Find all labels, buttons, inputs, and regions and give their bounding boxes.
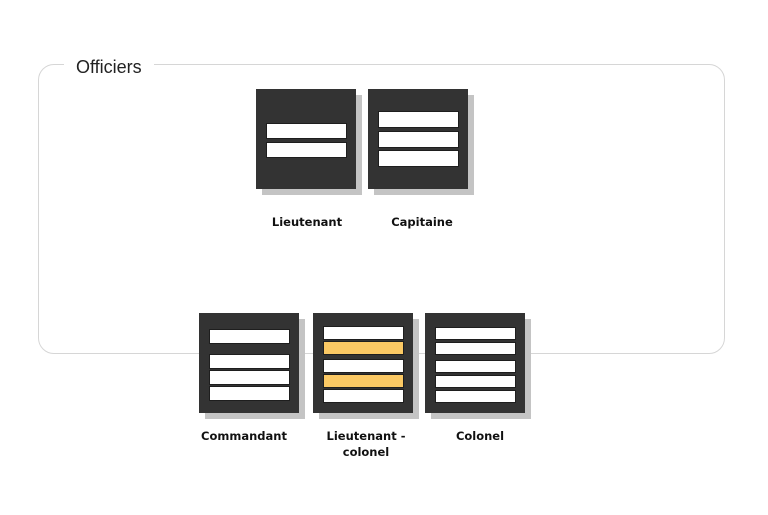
silver-stripe — [378, 150, 459, 167]
silver-stripe — [435, 360, 516, 373]
insignia-lieutenant-colonel — [313, 313, 413, 413]
rank-label-colonel: Colonel — [455, 429, 505, 443]
silver-stripe — [323, 326, 404, 340]
silver-stripe — [435, 342, 516, 355]
group-title: Officiers — [64, 54, 154, 80]
rank-label-line: Lieutenant - — [326, 429, 406, 443]
silver-stripe — [435, 390, 516, 403]
silver-stripe — [209, 354, 290, 369]
silver-stripe — [266, 142, 347, 158]
rank-label-line: colonel — [342, 445, 390, 459]
insignia-capitaine — [368, 89, 468, 189]
rank-label-lieutenant-colonel: Lieutenant - colonel — [306, 428, 426, 460]
rank-label-lieutenant: Lieutenant — [271, 215, 343, 229]
silver-stripe — [435, 327, 516, 340]
silver-stripe — [266, 123, 347, 139]
silver-stripe — [209, 370, 290, 385]
gold-stripe — [323, 341, 404, 355]
silver-stripe — [209, 386, 290, 401]
silver-stripe — [435, 375, 516, 388]
silver-stripe — [378, 131, 459, 148]
insignia-colonel — [425, 313, 525, 413]
insignia-commandant — [199, 313, 299, 413]
silver-stripe — [209, 329, 290, 344]
rank-label-commandant: Commandant — [201, 429, 287, 443]
gold-stripe — [323, 374, 404, 388]
insignia-lieutenant — [256, 89, 356, 189]
silver-stripe — [323, 359, 404, 373]
silver-stripe — [323, 389, 404, 403]
rank-label-capitaine: Capitaine — [391, 215, 453, 229]
silver-stripe — [378, 111, 459, 128]
